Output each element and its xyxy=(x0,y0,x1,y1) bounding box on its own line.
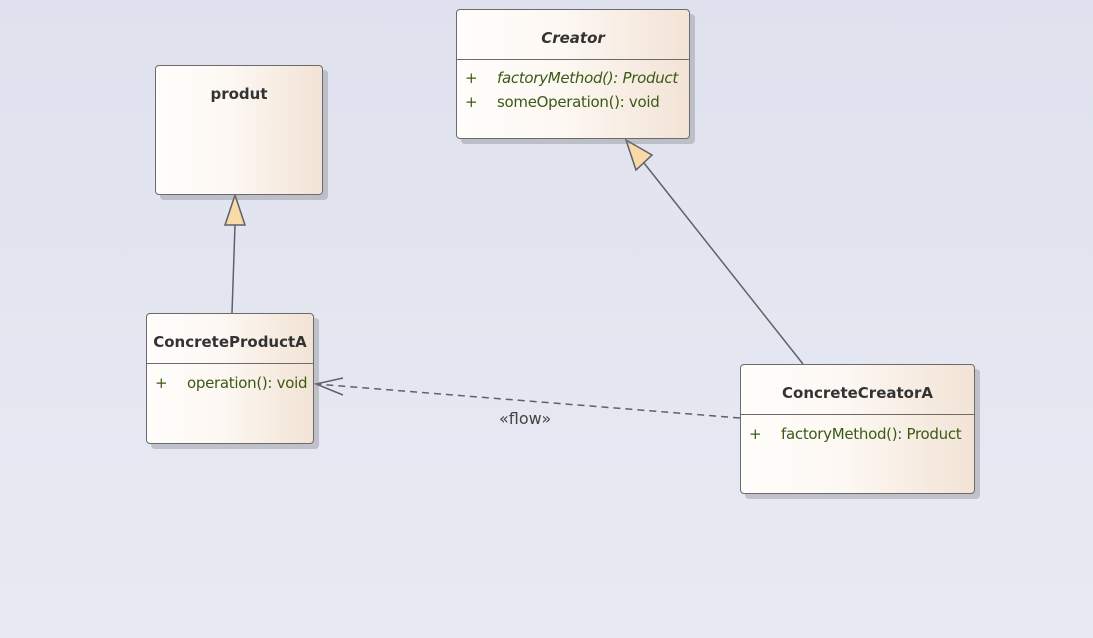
operation-signature: factoryMethod(): Product xyxy=(781,425,962,443)
operation-row[interactable]: + factoryMethod(): Product xyxy=(741,422,974,446)
visibility-public: + xyxy=(155,374,168,392)
visibility-public: + xyxy=(465,93,478,111)
generalization-line-creator[interactable] xyxy=(643,162,804,365)
class-creator[interactable]: Creator + factoryMethod(): Product + som… xyxy=(456,9,690,139)
class-concrete-creator-a[interactable]: ConcreteCreatorA + factoryMethod(): Prod… xyxy=(740,364,975,494)
operation-signature: factoryMethod(): Product xyxy=(497,69,678,87)
flow-dependency-line[interactable] xyxy=(315,383,741,419)
compartment-divider xyxy=(147,363,313,364)
generalization-line-product[interactable] xyxy=(231,224,236,314)
flow-stereotype-label: «flow» xyxy=(499,409,552,428)
operation-row[interactable]: + operation(): void xyxy=(147,371,313,395)
class-produt[interactable]: produt xyxy=(155,65,323,195)
visibility-public: + xyxy=(465,69,478,87)
class-name: produt xyxy=(210,85,268,103)
class-name: ConcreteCreatorA xyxy=(782,384,933,402)
generalization-arrowhead-product xyxy=(223,192,247,226)
class-name: Creator xyxy=(541,29,605,47)
flow-arrowhead xyxy=(313,377,344,396)
visibility-public: + xyxy=(749,425,762,443)
operations-compartment: + operation(): void xyxy=(147,364,313,395)
compartment-divider xyxy=(457,59,689,60)
operation-signature: operation(): void xyxy=(187,374,308,392)
operations-compartment: + factoryMethod(): Product + someOperati… xyxy=(457,60,689,114)
generalization-arrowhead-creator xyxy=(624,138,654,172)
compartment-divider xyxy=(741,414,974,415)
operation-row[interactable]: + someOperation(): void xyxy=(457,90,689,114)
class-concrete-product-a[interactable]: ConcreteProductA + operation(): void xyxy=(146,313,314,444)
operations-compartment: + factoryMethod(): Product xyxy=(741,415,974,446)
class-name: ConcreteProductA xyxy=(153,333,307,351)
operation-row[interactable]: + factoryMethod(): Product xyxy=(457,66,689,90)
operation-signature: someOperation(): void xyxy=(497,93,660,111)
